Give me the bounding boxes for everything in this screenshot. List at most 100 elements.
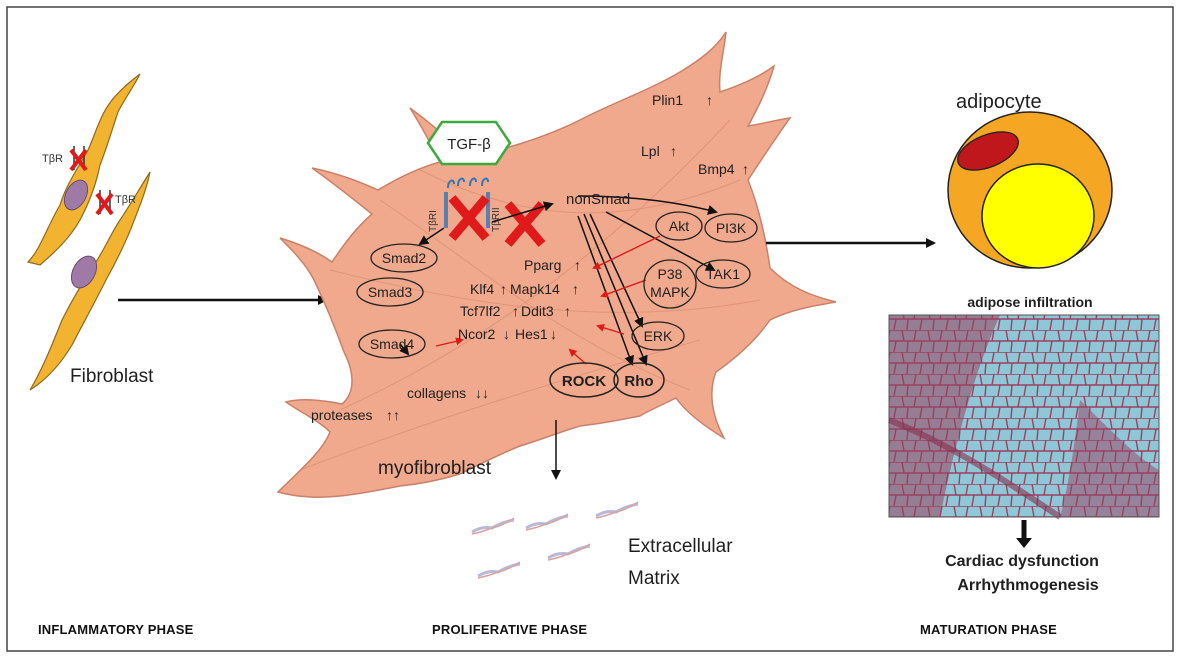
gene-proteases-label: proteases [311,407,372,423]
up-arrow-icon: ↑ [574,257,581,273]
gene-mapk14-label: Mapk14 [510,281,560,297]
gene-ncor2-label: Ncor2 [458,326,496,342]
pi3k-node: PI3K [704,213,758,243]
rho-label: Rho [624,373,653,390]
gene-pparg: Pparg ↑ [524,257,581,273]
down-arrow-icon [1016,538,1032,548]
blocked-x-icon [448,195,490,241]
gene-klf4: Klf4 ↑ [470,281,507,297]
gene-hes1-label: Hes1 [515,326,548,342]
up-arrow-icon: ↑ [564,303,571,319]
erk-node: ERK [631,321,685,351]
ecm-label-line1: Extracellular [628,536,733,557]
rock-node: ROCK [549,362,619,398]
fibroblast-nucleus-lower [70,255,98,289]
adipocyte-cell [947,111,1113,269]
double-up-arrow-icon: ↑↑ [386,407,400,423]
receptor-ii-label: TβRII [491,207,502,232]
smad3-node: Smad3 [356,277,424,307]
tak1-label: TAK1 [706,266,740,282]
collagen-fiber-icon [595,501,639,519]
mapk-label: MAPK [650,284,690,300]
gene-plin1-label: Plin1 [652,92,683,108]
myofibroblast-label: myofibroblast [378,458,492,479]
phase-proliferative: PROLIFERATIVE PHASE [432,622,587,637]
fibroblast-receptor-label-2: TβR [115,194,136,206]
gene-proteases: proteases ↑↑ [311,407,400,423]
adipocyte-label: adipocyte [956,91,1042,113]
fibroblast-nucleus-upper [63,179,89,211]
gene-lpl: Lpl ↑ [641,143,677,159]
pi3k-label: PI3K [716,220,747,236]
collagen-fiber-icon [471,517,515,535]
ligand-binding-icon [447,177,489,189]
collagen-fiber-icon [525,513,569,531]
gene-pparg-label: Pparg [524,257,561,273]
gene-tcf7l2-label: Tcf7lf2 [460,303,501,319]
akt-label: Akt [669,218,689,234]
gene-tcf7l2: Tcf7lf2 ↑ [460,303,519,319]
adipose-infiltration-label: adipose infiltration [967,294,1092,310]
rock-label: ROCK [562,373,606,390]
p38-label: P38 [658,266,683,282]
smad2-node: Smad2 [370,243,438,273]
tgf-beta-receptor-complex: TβRI TβRII [428,177,546,247]
smad4-label: Smad4 [370,336,415,352]
phase-inflammatory: INFLAMMATORY PHASE [38,622,194,637]
myofibroblast-cell [276,31,837,498]
down-arrow-icon: ↓ [550,326,557,342]
blocked-x-icon [504,201,546,247]
smad2-label: Smad2 [382,250,427,266]
gene-ddit3: Ddit3 ↑ [521,303,571,319]
double-down-arrow-icon: ↓↓ [475,385,489,401]
gene-bmp4: Bmp4 ↑ [698,161,749,177]
activation-arrows-red [435,235,661,365]
up-arrow-icon: ↑ [742,161,749,177]
gene-ncor2: Ncor2 ↓ [458,326,510,342]
adipocyte-nucleus [957,131,1019,171]
fibroblast-cell-lower [29,171,151,391]
up-arrow-icon: ↑ [500,281,507,297]
erk-label: ERK [644,328,673,344]
ecm-fibers [471,501,639,579]
up-arrow-icon: ↑ [512,303,519,319]
collagen-fiber-icon [477,561,521,579]
gene-hes1: Hes1 ↓ [515,326,557,342]
gene-lpl-label: Lpl [641,143,660,159]
fibroblast-label: Fibroblast [70,366,154,387]
gene-collagens: collagens ↓↓ [407,385,489,401]
receptor-i-label: TβRI [428,210,439,232]
gene-mapk14: Mapk14 ↑ [510,281,579,297]
phase-maturation: MATURATION PHASE [920,622,1057,637]
rho-node: Rho [613,362,665,398]
tgf-beta-ligand: TGF-β [426,120,512,166]
gene-ddit3-label: Ddit3 [521,303,554,319]
up-arrow-icon: ↑ [572,281,579,297]
collagen-fiber-icon [547,543,591,561]
outcome-cardiac-dysfunction: Cardiac dysfunction [945,553,1099,570]
gene-plin1: Plin1 ↑ [652,92,713,108]
stress-fibers [299,119,761,471]
tak1-node: TAK1 [695,259,751,289]
smad4-node: Smad4 [358,329,426,359]
tgf-beta-label: TGF-β [447,136,491,153]
non-smad-label: nonSmad [566,191,630,208]
outcome-arrhythmogenesis: Arrhythmogenesis [957,577,1098,594]
gene-collagens-label: collagens [407,385,466,401]
gene-klf4-label: Klf4 [470,281,494,297]
pathway-arrows [399,195,718,366]
fibroblast-receptor-1: TβR [42,146,88,172]
fibroblast-receptor-2: TβR [95,190,136,216]
gene-bmp4-label: Bmp4 [698,161,735,177]
p38-mapk-node: P38 MAPK [643,259,697,309]
fibroblast-receptor-label-1: TβR [42,153,63,165]
akt-node: Akt [655,211,703,241]
up-arrow-icon: ↑ [706,92,713,108]
lipid-vacuole [981,163,1095,269]
smad3-label: Smad3 [368,284,413,300]
blocked-x-icon [69,148,88,172]
down-arrow-icon: ↓ [503,326,510,342]
blocked-x-icon [95,192,114,216]
